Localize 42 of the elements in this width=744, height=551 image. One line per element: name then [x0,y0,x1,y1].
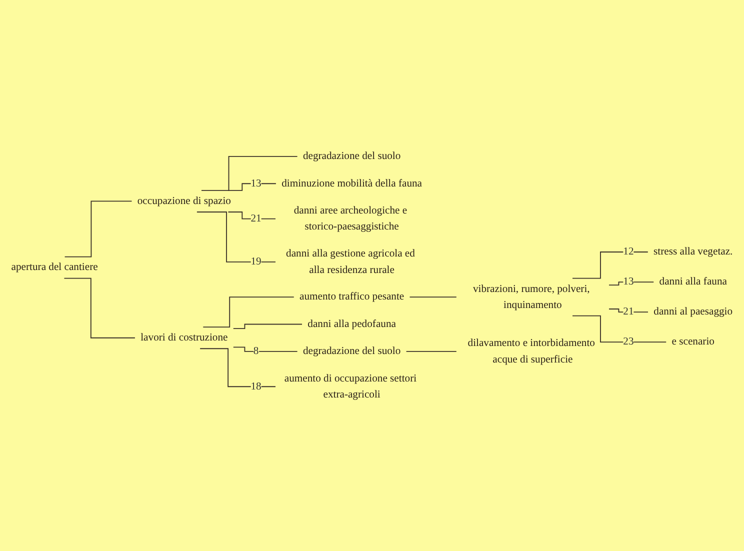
connector [202,296,294,328]
node-text: diminuzione mobilità della fauna [282,178,422,190]
connector [64,200,132,258]
node-text: danni aree archeologiche e storico-paesaggistiche [294,205,408,232]
connector [232,346,298,352]
node-text: degradazione del suolo [302,150,401,162]
edge-label: 13 [623,276,634,288]
node-text: danni al paesaggio [654,306,733,318]
node-text: vibrazioni, rumore, polveri, inquinamento [472,283,590,310]
edge-label: 21 [623,306,634,318]
node-text: aumento traffico pesante [300,291,404,303]
node-text: aumento di occupazione settori extra-agricoli [284,372,417,400]
connector [409,296,457,298]
node-text: occupazione di spazio [137,195,231,207]
node-text: apertura del cantiere [11,262,98,274]
edge-label: 13 [250,178,262,190]
edge-label: 23 [623,336,634,348]
node-text: danni alla fauna [659,276,727,288]
edge-label: 21 [250,212,262,224]
connector [406,351,457,352]
connector [196,212,276,262]
node-text: danni alla gestione agricola ed alla residenza rurale [286,248,415,276]
edge-label: 8 [253,346,259,357]
node-text: degradazione del suolo [302,346,401,357]
connector [608,282,654,286]
connector [200,348,276,388]
connector [228,212,276,220]
connector [64,278,136,338]
connector [572,252,648,279]
edge-label: 19 [250,256,262,268]
connector [201,156,298,191]
connector [228,183,276,191]
edge-label: 12 [623,246,634,258]
node-text: dilavamento e intorbidamento acque di superficie [468,338,595,365]
node-text: stress alla vegetaz. [654,246,733,258]
node-text: lavori di costruzione [140,332,228,344]
connector [232,324,302,329]
edge-label: 18 [250,380,262,392]
connector [608,308,648,313]
node-text: danni alla pedofauna [308,318,396,330]
connector [572,315,667,343]
node-text: e scenario [672,336,714,348]
